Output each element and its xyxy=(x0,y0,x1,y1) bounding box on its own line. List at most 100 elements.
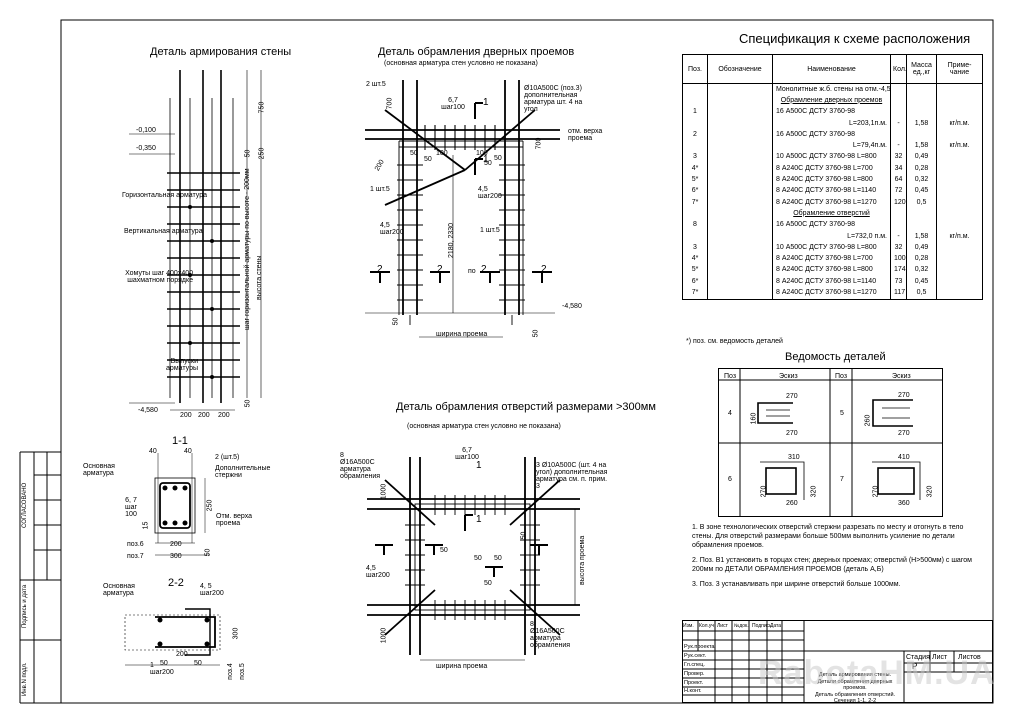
spec-cell-qty xyxy=(890,106,907,118)
spec-cell-name: 8 А240С ДСТУ 3760-98 L=1140 xyxy=(772,276,891,288)
spec-cell-name: 16 А500С ДСТУ 3760-98 xyxy=(772,106,891,118)
door-dim-3: 50 xyxy=(410,150,418,157)
opening-label-3: 3 Ø10А500С (шт. 4 на угол) дополнительна… xyxy=(536,462,608,490)
spec-cell-des xyxy=(707,253,773,265)
spec-cell-des xyxy=(707,117,773,130)
spec-cell-des xyxy=(707,196,773,209)
note-1: 1. В зоне технологических отверстий стер… xyxy=(692,524,964,549)
section-11-title: 1-1 xyxy=(172,435,188,447)
spec-cell-mass: 0,28 xyxy=(906,253,937,265)
marker-1d: 1 xyxy=(476,460,482,471)
door-detail-subtitle: (основная арматура стен условно не показ… xyxy=(384,60,538,67)
spec-cell-name: 8 А240С ДСТУ 3760-98 L=1270 xyxy=(772,196,891,209)
tb-description: Деталь армирования стены. Детали обрамле… xyxy=(806,672,904,705)
watermark: RabotaHM.UA xyxy=(758,654,996,692)
spec-cell-qty: 174 xyxy=(890,264,907,277)
spec-cell-note xyxy=(936,151,983,164)
spec-cell-note xyxy=(936,196,983,209)
spec-cell-note: кг/п.м. xyxy=(936,117,983,130)
ved-5-dim-3: 270 xyxy=(898,430,910,437)
spec-cell-pos: 4* xyxy=(682,163,708,175)
ved-7-dim-3: 320 xyxy=(926,485,934,498)
section-11-drawing xyxy=(154,453,210,556)
spec-cell-name: 16 А500С ДСТУ 3760-98 xyxy=(772,129,891,141)
tb-stage-value: Р xyxy=(912,662,918,671)
spec-cell-mass: 0,49 xyxy=(906,151,937,164)
spec-cell-name: Монолитные ж.б. стены на отм.-4,580 xyxy=(772,83,891,96)
spec-cell-qty: 64 xyxy=(890,174,907,186)
wall-dim-200c: 200 xyxy=(218,412,230,419)
label-outlets: Выпуски арматуры xyxy=(166,358,198,372)
section-22-label-4: поз.4 xyxy=(226,663,234,680)
spec-cell-mass xyxy=(906,129,937,141)
opening-dim-4: 50 xyxy=(494,555,502,562)
spec-cell-mass xyxy=(906,95,937,107)
spec-cell-name: 8 А240С ДСТУ 3760-98 L=1140 xyxy=(772,185,891,197)
spec-cell-qty: 34 xyxy=(890,163,907,175)
spec-cell-pos: 7* xyxy=(682,287,708,300)
section-22-label-3: 1 шаг200 xyxy=(150,662,174,676)
spec-cell-qty: 117 xyxy=(890,287,907,300)
spec-cell-des xyxy=(707,106,773,118)
door-label-6: 4,5 шаг200 xyxy=(478,186,502,200)
door-dim-11: 50 xyxy=(392,317,400,326)
marker-2a: 2 xyxy=(377,264,383,275)
spec-header-pos: Поз. xyxy=(682,54,708,84)
spec-cell-des xyxy=(707,230,773,243)
marker-2d: 2 xyxy=(541,264,547,275)
spec-cell-mass: 0,32 xyxy=(906,264,937,277)
door-dim-8: 50 xyxy=(494,155,502,162)
spec-cell-mass: 0,49 xyxy=(906,242,937,254)
spec-cell-qty: 72 xyxy=(890,185,907,197)
spec-cell-name: 8 А240С ДСТУ 3760-98 L=700 xyxy=(772,253,891,265)
marker-1c: 1 xyxy=(476,514,482,525)
spec-cell-note xyxy=(936,264,983,277)
spec-cell-name: 8 А240С ДСТУ 3760-98 L=800 xyxy=(772,174,891,186)
spec-cell-des xyxy=(707,208,773,220)
marker-2c: 2 xyxy=(481,264,487,275)
ved-pos-6: 6 xyxy=(728,476,732,483)
tb-col-podpis: Подпись xyxy=(752,623,772,629)
door-label-8: 1 шт.5 xyxy=(480,227,500,234)
vedomost-title: Ведомость деталей xyxy=(785,351,886,363)
door-label-2: 6,7 шаг100 xyxy=(441,97,465,111)
section-11-dim-7: 50 xyxy=(204,548,212,557)
spec-cell-name: L=79,4п.м. xyxy=(772,140,891,152)
spec-cell-mass: 1,58 xyxy=(906,117,937,130)
section-11-dim-1: 40 xyxy=(149,448,157,455)
wall-detail-title: Деталь армирования стены xyxy=(150,46,292,58)
ved-7-dim-2: 270 xyxy=(872,485,880,498)
section-22-label-5: поз.5 xyxy=(238,663,246,680)
spec-cell-name: 10 А500С ДСТУ 3760-98 L=800 xyxy=(772,242,891,254)
door-dim-12: 50 xyxy=(532,329,540,338)
door-detail-drawing xyxy=(365,80,560,338)
opening-label-7: высота проема xyxy=(579,535,586,585)
spec-cell-name: 8 А240С ДСТУ 3760-98 L=1270 xyxy=(772,287,891,300)
tb-col-izm: Изм. xyxy=(683,623,694,629)
margin-label-approved: СОГЛАСОВАНО xyxy=(22,482,28,528)
spec-cell-note xyxy=(936,83,983,96)
title-block xyxy=(682,620,993,703)
spec-cell-note xyxy=(936,253,983,265)
spec-header-designation: Обозначение xyxy=(707,54,773,84)
wall-dim-50: 50 xyxy=(244,149,252,158)
section-11-dim-4: 15 xyxy=(142,521,150,530)
spec-cell-mass: 0,28 xyxy=(906,163,937,175)
spec-cell-pos xyxy=(682,230,708,243)
tb-col-list: Лист xyxy=(717,623,728,629)
spec-cell-des xyxy=(707,174,773,186)
wall-dim-200b: 200 xyxy=(198,412,210,419)
spec-cell-des xyxy=(707,95,773,107)
ved-header-pos-2: Поз xyxy=(835,373,848,380)
ved-4-dim-1: 270 xyxy=(786,393,798,400)
spec-cell-note xyxy=(936,219,983,231)
spec-cell-qty: 32 xyxy=(890,151,907,164)
opening-dim-5: 50 xyxy=(484,580,492,587)
spec-cell-des xyxy=(707,140,773,152)
